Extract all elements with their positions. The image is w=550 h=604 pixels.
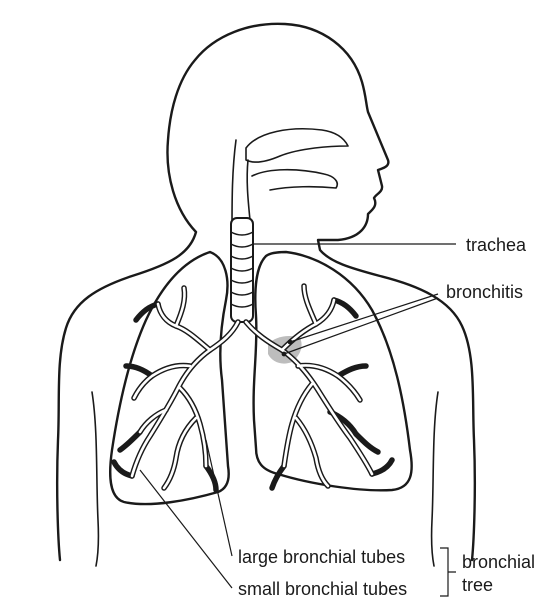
bronchial-tree-bracket [440,548,456,596]
label-bronchitis: bronchitis [446,282,523,302]
label-bronchial-tree-line1: bronchial [462,552,535,572]
label-bronchial-tree-line2: tree [462,575,493,595]
bronchitis-dot-1 [288,340,293,345]
label-large-bronchial-tubes: large bronchial tubes [238,547,405,567]
label-trachea: trachea [466,235,527,255]
bronchitis-dot-2 [282,352,287,357]
label-small-bronchial-tubes: small bronchial tubes [238,579,407,599]
